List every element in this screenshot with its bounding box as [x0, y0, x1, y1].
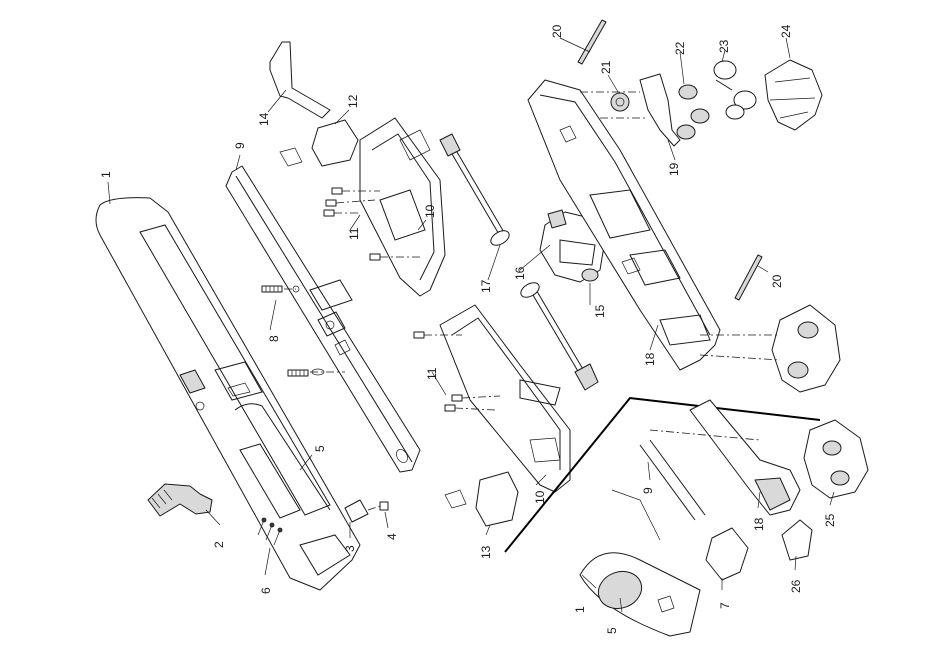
- mount-part-13: [445, 472, 518, 526]
- variant-truck-part-25: [804, 420, 868, 498]
- callout-13: 13: [479, 545, 493, 559]
- callout-16: 16: [513, 266, 527, 280]
- truck-part-24: [765, 60, 822, 130]
- variant-chassis-part-18: [650, 400, 800, 515]
- callout-17: 17: [479, 279, 493, 293]
- variant-part-26: [782, 520, 812, 560]
- callout-24: 24: [779, 24, 793, 38]
- callout-26: 26: [789, 579, 803, 593]
- callout-10-lower: 10: [533, 490, 547, 504]
- callout-19: 19: [667, 162, 681, 176]
- callout-9-variant: 9: [641, 487, 655, 494]
- gear-part-15: [582, 269, 598, 281]
- gears-part-22: [677, 85, 709, 139]
- variant-body-part-1: [580, 553, 700, 636]
- body-shell-part-1: [96, 198, 360, 590]
- callout-25: 25: [823, 513, 837, 527]
- callout-11-lower: 11: [425, 367, 439, 380]
- lever-part-2: [148, 484, 212, 516]
- callout-22: 22: [673, 41, 687, 55]
- callout-18-variant: 18: [752, 517, 766, 531]
- callout-1-left: 1: [99, 171, 113, 178]
- rod-part-20-right: [735, 255, 762, 300]
- bracket-part-3: [345, 500, 368, 522]
- shaft-upper-part-17: [440, 134, 512, 248]
- callout-14: 14: [257, 112, 271, 126]
- callout-10-upper: 10: [423, 204, 437, 218]
- callout-2: 2: [212, 541, 226, 548]
- wheels-part-23: [714, 61, 756, 119]
- callout-15: 15: [593, 304, 607, 318]
- callout-9-left: 9: [233, 142, 247, 149]
- gear-part-21: [611, 93, 629, 111]
- callout-5-variant: 5: [605, 627, 619, 634]
- callout-20-right: 20: [770, 274, 784, 288]
- callout-18-upper: 18: [643, 352, 657, 366]
- callout-12: 12: [346, 94, 360, 108]
- shaft-lower-part-17: [518, 280, 598, 390]
- callout-6: 6: [259, 587, 273, 594]
- rod-part-20-top: [578, 20, 606, 64]
- truck-assembly-right: [700, 305, 840, 392]
- callout-11-upper: 11: [347, 227, 361, 240]
- mount-part-12: [280, 120, 358, 166]
- callout-5-left: 5: [313, 445, 327, 452]
- callout-3: 3: [343, 545, 357, 552]
- variant-plate-part-9: [612, 440, 705, 540]
- bracket-part-14: [270, 42, 330, 118]
- screw-part-4: [368, 502, 388, 510]
- bogie-part-19: [640, 74, 680, 146]
- callout-23: 23: [717, 39, 731, 53]
- callout-21: 21: [599, 60, 613, 74]
- variant-mount-part-7: [706, 528, 748, 580]
- callout-7: 7: [718, 602, 732, 609]
- callout-4: 4: [385, 533, 399, 540]
- callout-20-top: 20: [550, 24, 564, 38]
- callout-8: 8: [267, 335, 281, 342]
- callout-1-variant: 1: [573, 606, 587, 613]
